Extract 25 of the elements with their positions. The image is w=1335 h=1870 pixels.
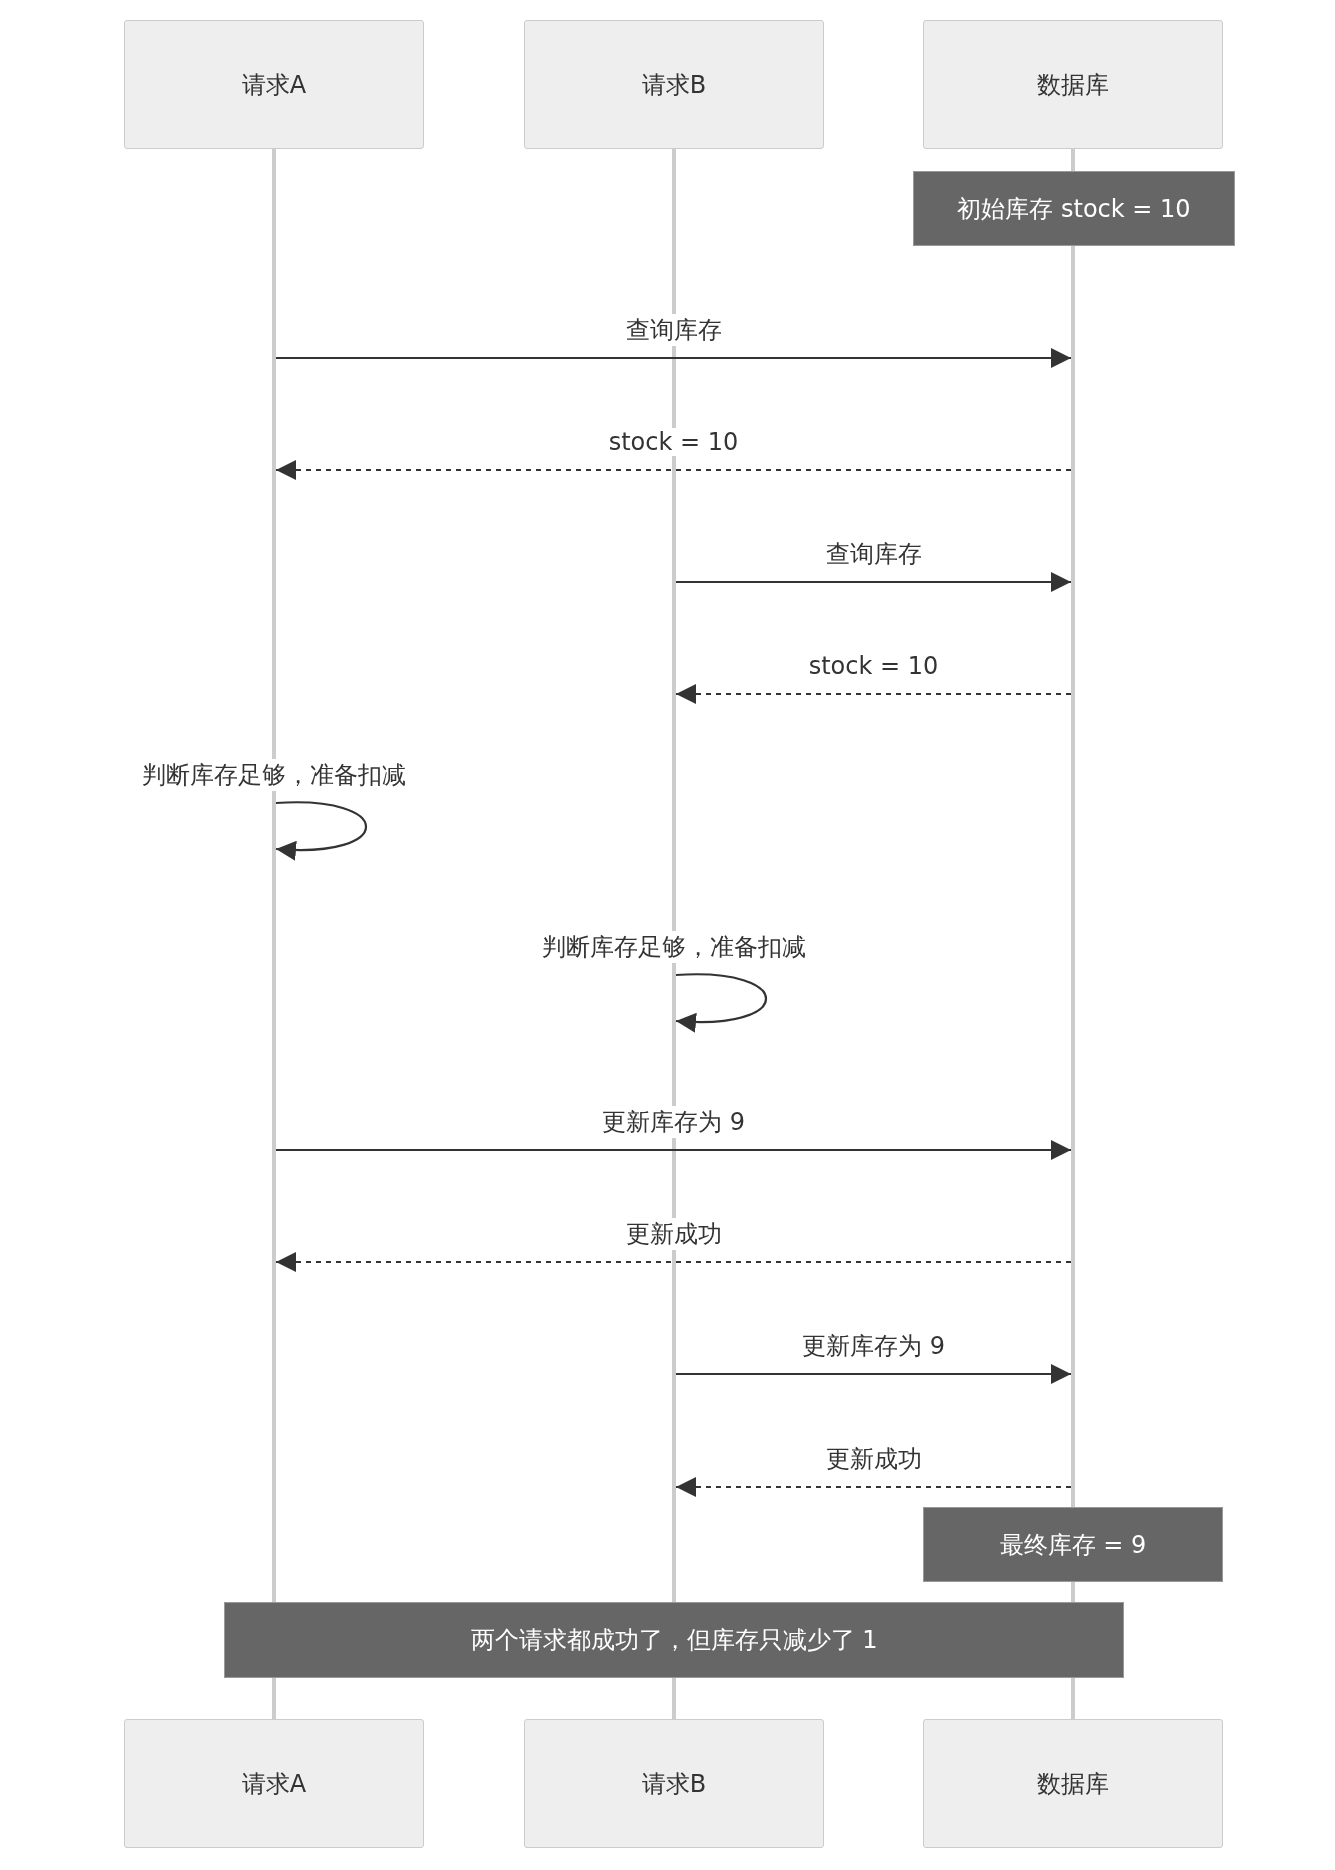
message-arrow (676, 572, 1071, 592)
participant-box: 请求B (524, 1719, 824, 1848)
participant-box: 请求A (124, 20, 424, 149)
note-box: 最终库存 = 9 (923, 1507, 1223, 1582)
message-arrow (276, 1140, 1071, 1160)
lifeline-segment (1071, 1678, 1075, 1719)
participant-box: 请求B (524, 20, 824, 149)
participant-box: 数据库 (923, 20, 1223, 149)
participant-box: 请求A (124, 1719, 424, 1848)
self-message-arrow (275, 801, 367, 860)
participant-box: 数据库 (923, 1719, 1223, 1848)
message-arrow (676, 1364, 1071, 1384)
message-arrow (276, 1252, 1071, 1272)
lifeline-segment (672, 1678, 676, 1719)
lifeline (1071, 246, 1075, 1507)
lifeline-segment (1071, 149, 1075, 171)
lifeline-segment (272, 1678, 276, 1719)
lifeline-segment (1071, 1582, 1075, 1602)
note-box: 初始库存 stock = 10 (913, 171, 1235, 246)
message-arrow (276, 460, 1071, 480)
message-arrow (276, 348, 1071, 368)
note-box: 两个请求都成功了，但库存只减少了 1 (224, 1602, 1124, 1678)
self-message-arrow (675, 973, 767, 1032)
message-arrow (676, 1477, 1071, 1497)
message-arrow (676, 684, 1071, 704)
